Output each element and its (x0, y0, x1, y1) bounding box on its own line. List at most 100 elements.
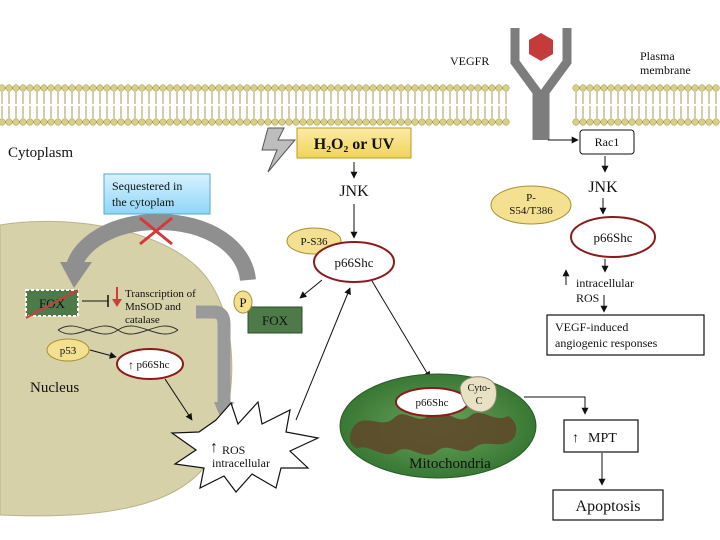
lipid-head (229, 118, 237, 126)
vegfr-label: VEGFR (450, 54, 489, 68)
lipid-head (474, 118, 482, 126)
lipid-head (698, 84, 706, 92)
vegf-response-box (546, 314, 705, 356)
lipid-head (180, 84, 188, 92)
lipid-head (145, 118, 153, 126)
up-arrow-mpt: ↑ (572, 431, 579, 446)
lipid-head (201, 84, 209, 92)
lipid-head (40, 118, 48, 126)
sequestered-label-1: Sequestered in (112, 179, 182, 193)
lipid-head (54, 84, 62, 92)
lipid-head (446, 118, 454, 126)
lipid-head (180, 118, 188, 126)
lipid-head (670, 118, 678, 126)
lipid-head (341, 118, 349, 126)
lipid-head (131, 118, 139, 126)
stimulus-box (296, 127, 412, 159)
lipid-head (222, 118, 230, 126)
lipid-head (404, 118, 412, 126)
lipid-head (635, 84, 643, 92)
lipid-head (40, 84, 48, 92)
lipid-head (502, 118, 510, 126)
lipid-head (453, 118, 461, 126)
lipid-head (572, 84, 580, 92)
lipid-head (481, 118, 489, 126)
phospho-badge (233, 290, 253, 314)
lipid-head (593, 84, 601, 92)
plasma-membrane-label-2: membrane (640, 63, 691, 77)
lipid-head (138, 84, 146, 92)
lipid-head (0, 118, 6, 126)
lipid-head (250, 118, 258, 126)
lipid-head (33, 84, 41, 92)
lipid-head (467, 84, 475, 92)
lipid-head (103, 84, 111, 92)
nuclear-ros-arrow (196, 305, 231, 404)
lipid-head (586, 118, 594, 126)
p66shc-center-label: p66Shc (335, 255, 374, 270)
lipid-head (5, 118, 13, 126)
lipid-head (495, 84, 503, 92)
lipid-head (649, 118, 657, 126)
p66shc-right-node (570, 216, 656, 258)
apoptosis-box (552, 489, 664, 521)
ros-right-label: ROS (576, 291, 599, 305)
jnk-right-label: JNK (588, 179, 618, 196)
lipid-head (432, 84, 440, 92)
lipid-head (439, 118, 447, 126)
lipid-head (579, 118, 587, 126)
lipid-head (460, 118, 468, 126)
vegf-response-label-2: angiogenic responses (555, 336, 658, 350)
lipid-head (348, 84, 356, 92)
lipid-head (110, 118, 118, 126)
vegf-response-label-1: VEGF-induced (555, 320, 628, 334)
transcription-label-3: catalase (125, 314, 160, 326)
p66shc-right-label: p66Shc (594, 230, 633, 245)
lipid-head (663, 84, 671, 92)
lipid-head (278, 84, 286, 92)
lipid-head (194, 118, 202, 126)
lipid-head (453, 84, 461, 92)
lipid-head (502, 84, 510, 92)
lipid-head (446, 84, 454, 92)
ros-burst-shape (170, 400, 320, 493)
lipid-head (68, 84, 76, 92)
lipid-head (306, 118, 314, 126)
lipid-head (243, 118, 251, 126)
lipid-head (257, 84, 265, 92)
lipid-head (712, 84, 720, 92)
lipid-head (670, 84, 678, 92)
mpt-box (563, 419, 639, 453)
lipid-head (61, 84, 69, 92)
cyto-c-label-2: C (476, 396, 483, 407)
lipid-head (75, 84, 83, 92)
lipid-head (89, 118, 97, 126)
vegfr-receptor (510, 28, 572, 140)
p66shc-center-node (313, 241, 395, 283)
lipid-head (607, 118, 615, 126)
lipid-head (334, 118, 342, 126)
lipid-head (75, 118, 83, 126)
lipid-head (383, 118, 391, 126)
nucleus-label: Nucleus (30, 380, 79, 396)
lipid-head (355, 118, 363, 126)
lipid-head (628, 84, 636, 92)
lipid-head (341, 84, 349, 92)
lipid-head (299, 84, 307, 92)
lipid-head (103, 118, 111, 126)
lipid-head (12, 118, 20, 126)
lipid-head (145, 84, 153, 92)
lipid-head (348, 118, 356, 126)
lipid-head (54, 118, 62, 126)
lipid-head (208, 118, 216, 126)
lipid-head (383, 84, 391, 92)
lipid-head (320, 84, 328, 92)
lipid-head (635, 118, 643, 126)
intracellular-right-label: intracellular (576, 276, 634, 290)
cyto-c-shape (459, 376, 497, 413)
lipid-head (173, 84, 181, 92)
lipid-head (19, 84, 27, 92)
lipid-head (285, 118, 293, 126)
fox-cytoplasm-box (247, 306, 303, 334)
